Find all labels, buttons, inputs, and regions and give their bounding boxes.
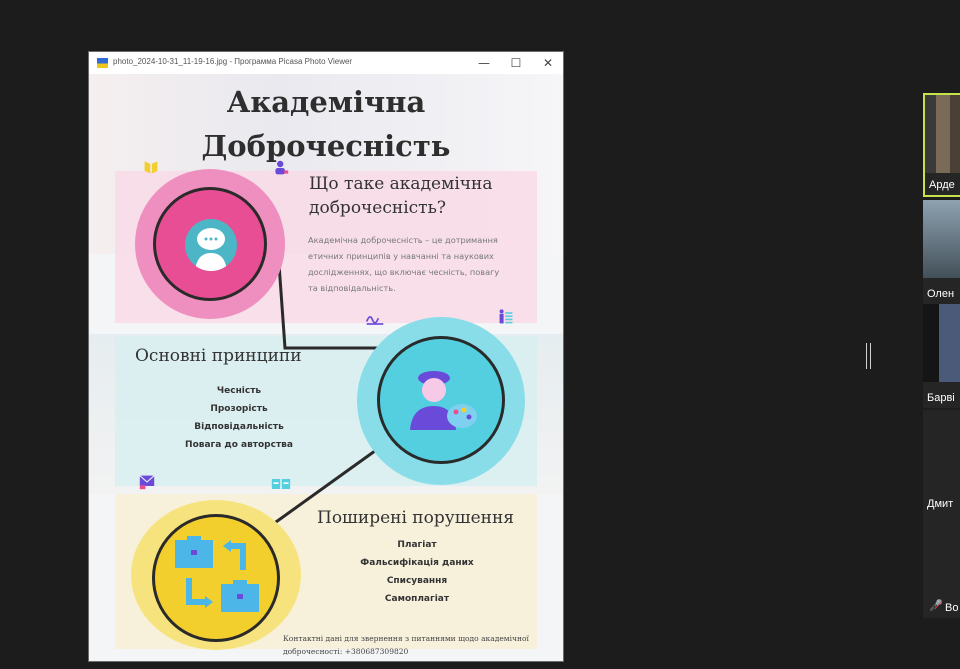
close-button[interactable]: ✕ bbox=[542, 56, 554, 70]
participant-video bbox=[925, 95, 960, 173]
window-titlebar[interactable]: photo_2024-10-31_11-19-16.jpg - Программ… bbox=[89, 52, 563, 75]
cards-icon bbox=[271, 479, 291, 489]
participant-name: Во bbox=[945, 602, 959, 614]
thinking-head-icon bbox=[185, 219, 237, 271]
participant-tile[interactable]: Барві bbox=[923, 304, 960, 408]
signature-icon bbox=[365, 316, 384, 325]
participant-name: Дмит bbox=[927, 498, 954, 510]
list-item: Списування bbox=[386, 576, 448, 586]
list-item: Прозорість bbox=[210, 404, 268, 414]
participant-name: Олен bbox=[927, 288, 955, 300]
integrity-circle bbox=[153, 187, 267, 301]
list-item: Самоплагіат bbox=[384, 594, 450, 604]
participant-tile[interactable]: Арде bbox=[923, 93, 960, 197]
participant-tile[interactable]: Олен bbox=[923, 200, 960, 304]
principles-circle bbox=[377, 336, 505, 464]
participant-name: Арде bbox=[929, 179, 955, 191]
artist-icon bbox=[410, 371, 477, 430]
section1-title: Що таке академічна доброчесність? bbox=[309, 174, 493, 218]
poster-title-line2: Доброчесність bbox=[201, 129, 451, 163]
list-item: Плагіат bbox=[397, 540, 437, 550]
books-icon bbox=[144, 161, 158, 174]
participant-video bbox=[923, 304, 960, 382]
list-item: Чесність bbox=[216, 386, 262, 396]
section1-text: Академічна доброчесність – це дотримання… bbox=[308, 235, 500, 293]
section3-title: Поширені порушення bbox=[317, 508, 515, 528]
contact-info: Контактні дані для звернення з питаннями… bbox=[283, 634, 529, 656]
principles-list: Чесність Прозорість Відповідальність Пов… bbox=[149, 382, 329, 454]
picasa-app-icon bbox=[97, 58, 108, 68]
list-item: Відповідальність bbox=[194, 422, 284, 432]
swap-folders-icon bbox=[175, 536, 259, 612]
participant-tile[interactable]: 🎤̸ Во bbox=[923, 514, 960, 618]
participant-name: Барві bbox=[927, 392, 955, 404]
window-title: photo_2024-10-31_11-19-16.jpg - Программ… bbox=[113, 57, 353, 66]
minimize-button[interactable]: — bbox=[478, 56, 490, 70]
violations-circle bbox=[152, 514, 280, 642]
participant-tile[interactable]: Дмит bbox=[923, 410, 960, 514]
photo-viewer-window[interactable]: photo_2024-10-31_11-19-16.jpg - Программ… bbox=[88, 51, 564, 662]
list-item: Фальсифікація даних bbox=[360, 558, 474, 568]
maximize-button[interactable]: ☐ bbox=[510, 56, 522, 70]
mic-muted-icon: 🎤̸ bbox=[929, 599, 943, 612]
document-person-icon bbox=[499, 309, 513, 324]
poster-title-line1: Академічна bbox=[226, 85, 426, 119]
warning-mail-icon bbox=[139, 475, 155, 490]
person-icon bbox=[275, 160, 289, 175]
connector-lines bbox=[268, 263, 407, 529]
panel-resize-handle[interactable] bbox=[866, 343, 871, 369]
participant-video bbox=[923, 200, 960, 278]
list-item: Повага до авторства bbox=[185, 440, 293, 450]
section2-title: Основні принципи bbox=[135, 346, 302, 366]
poster-image: Академічна Доброчесність bbox=[89, 74, 563, 661]
violations-list: Плагіат Фальсифікація даних Списування С… bbox=[327, 536, 507, 608]
